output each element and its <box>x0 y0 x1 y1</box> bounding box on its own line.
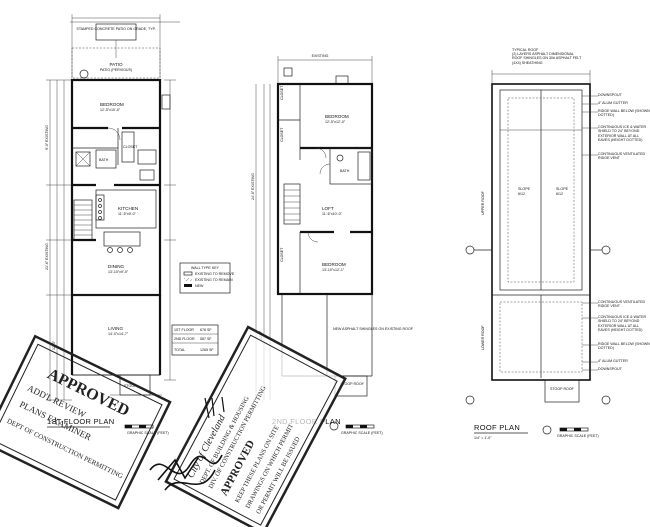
stamped-concrete-note: STAMPED CONCRETE PATIO ON GRADE, TYP. <box>76 27 155 31</box>
area-row-3: TOTAL <box>174 348 185 352</box>
second-scale-note: GRAPHIC SCALE (FEET) <box>341 431 383 435</box>
roof-scale-note: GRAPHIC SCALE (FEET) <box>557 434 599 438</box>
lower-roof-label: LOWER ROOF <box>481 325 485 350</box>
dining-label: DINING <box>108 264 125 269</box>
roof-callout-9: 4" ALUM GUTTER <box>598 359 628 363</box>
roof-callout-7: CONTINUOUS ICE & WATER SHIELD TO 24" BEY… <box>598 315 647 332</box>
roof-callout-8: RIDGE WALL BELOW (SHOWN DOTTED) <box>598 342 650 351</box>
first-floor-plan: STAMPED CONCRETE PATIO ON GRADE, TYP. PA… <box>45 14 235 435</box>
second-bedroom-top-label: BEDROOM <box>325 114 349 119</box>
first-stoop-label: STOOP <box>124 384 137 388</box>
second-bedroom-bottom-label: BEDROOM <box>322 262 346 267</box>
area-row-2: 2ND FLOOR <box>174 337 195 341</box>
stamp-left-line-1: APPROVED <box>45 366 132 420</box>
roof-plan-title: ROOF PLAN <box>474 423 520 432</box>
patio-label: PATIO <box>109 62 123 67</box>
svg-text:CLOSET: CLOSET <box>280 247 284 262</box>
roof-plan: TYPICAL ROOF (2) LAYERS ASPHALT DIMENSIO… <box>465 48 650 440</box>
typical-roof-title: TYPICAL ROOF <box>512 48 539 52</box>
second-closet-label: CLOSET <box>280 85 284 100</box>
svg-text:1265 SF: 1265 SF <box>200 348 214 352</box>
slope-left-label: SLOPE <box>518 187 531 191</box>
svg-text:11'-6"x10'-0": 11'-6"x10'-0" <box>322 212 343 216</box>
second-bath-label: BATH <box>340 169 350 173</box>
area-row-1: 1ST FLOOR <box>174 328 194 332</box>
svg-text:12'-5"x12'-0": 12'-5"x12'-0" <box>325 120 346 124</box>
first-bedroom-label: BEDROOM <box>100 102 124 107</box>
first-bath-label: BATH <box>99 158 109 162</box>
wall-key-item-3: NEW <box>195 284 204 288</box>
wall-key-title: WALL TYPE KEY <box>191 266 220 270</box>
roof-callout-1: DOWNSPOUT <box>598 93 622 97</box>
roof-callout-2: 4" ALUM GUTTER <box>598 101 628 105</box>
roof-callout-5: CONTINUOUS VENTILATED RIDGE VENT <box>598 152 646 161</box>
wall-key-item-1: EXISTING TO REMOVE <box>195 272 235 276</box>
initials-scribble <box>204 396 225 419</box>
roof-stoop-roof-label: STOOP ROOF <box>550 387 575 391</box>
first-closet-label: CLOSET <box>123 145 138 149</box>
roof-scale: 1/4" = 1'-0" <box>474 436 492 440</box>
roof-callout-4: CONTINUOUS ICE & WATER SHIELD TO 24" BEY… <box>598 125 647 142</box>
svg-text:6/12: 6/12 <box>556 192 563 196</box>
svg-text:678 SF: 678 SF <box>200 328 212 332</box>
loft-label: LOFT <box>322 206 334 211</box>
roof-callout-6: CONTINUOUS VENTILATED RIDGE VENT <box>598 300 646 309</box>
svg-text:CLOSET: CLOSET <box>280 127 284 142</box>
roof-callout-10: DOWNSPOUT <box>598 367 622 371</box>
second-existing-dim: EXISTING <box>312 54 329 58</box>
slope-right-label: SLOPE <box>556 187 569 191</box>
patio-note: PATIO (PERVIOUS) <box>100 68 132 72</box>
living-label: LIVING <box>108 326 123 331</box>
roof-callout-3: RIDGE WALL BELOW (SHOWN DOTTED) <box>598 109 650 118</box>
svg-text:24'-6" EXISTING: 24'-6" EXISTING <box>251 173 255 200</box>
svg-text:14'-0"x14'-7": 14'-0"x14'-7" <box>108 332 129 336</box>
wall-key-item-2: EXISTING TO REMAIN <box>195 278 233 282</box>
upper-roof-label: UPPER ROOF <box>481 190 485 215</box>
svg-text:13'-10"x9'-0": 13'-10"x9'-0" <box>108 270 129 274</box>
signature-scribble <box>149 454 223 491</box>
first-floor-title: 1ST FLOOR PLAN <box>47 417 114 426</box>
svg-text:12'-5"x10'-0": 12'-5"x10'-0" <box>100 108 121 112</box>
kitchen-label: KITCHEN <box>118 206 138 211</box>
svg-text:11'-5"x9'-0": 11'-5"x9'-0" <box>118 212 137 216</box>
second-stoop-roof-label: STOOP ROOF <box>340 382 365 386</box>
new-asphalt-note: NEW ASPHALT SHINGLES ON EXISTING ROOF <box>333 327 414 331</box>
svg-text:9'-0" EXISTING: 9'-0" EXISTING <box>45 125 49 150</box>
typical-roof-note: (2) LAYERS ASPHALT DIMENSIONAL ROOF SHIN… <box>512 52 582 65</box>
svg-text:587 SF: 587 SF <box>200 337 212 341</box>
city-of-cleveland-stamp: City of Cleveland DEPT. OF BUILDING & HO… <box>164 325 347 527</box>
svg-text:21'-6" EXISTING: 21'-6" EXISTING <box>45 243 49 270</box>
svg-text:6/12: 6/12 <box>518 192 525 196</box>
svg-text:13'-10"x12'-1": 13'-10"x12'-1" <box>322 268 345 272</box>
